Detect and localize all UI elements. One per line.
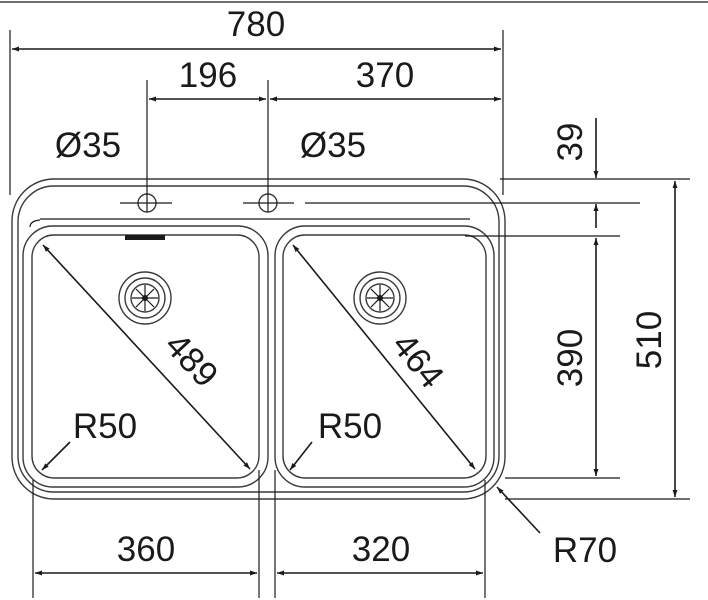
label-overall-depth: 510 xyxy=(630,311,669,369)
dim-line-right-diagonal xyxy=(292,244,476,470)
tap-hole-left xyxy=(120,193,172,213)
label-tap-hole-right-diameter: Ø35 xyxy=(300,126,366,165)
rim-ledge-line-2 xyxy=(29,219,41,228)
extension-lines xyxy=(9,30,690,598)
drain-left xyxy=(118,271,172,325)
right-bowl-inner xyxy=(282,234,487,479)
label-tap-hole-offset: 196 xyxy=(179,56,237,95)
label-tap-hole-left-diameter: Ø35 xyxy=(55,126,121,165)
label-left-bowl-width: 360 xyxy=(117,530,175,569)
label-overall-width: 780 xyxy=(227,5,285,44)
leader-right-bowl-radius xyxy=(289,441,313,471)
label-rim-depth: 39 xyxy=(551,123,590,162)
sink-body xyxy=(11,178,506,500)
overflow-slot xyxy=(125,235,165,240)
leader-left-bowl-radius xyxy=(41,441,71,471)
leader-corner-radius xyxy=(496,486,541,534)
label-right-bowl-diagonal: 464 xyxy=(384,326,451,396)
label-left-bowl-radius: R50 xyxy=(73,407,137,446)
right-bowl-outer xyxy=(274,225,495,488)
drain-right xyxy=(353,271,407,325)
dim-line-left-diagonal xyxy=(42,244,251,470)
label-tap-hole-spacing: 370 xyxy=(356,56,414,95)
label-right-bowl-width: 320 xyxy=(352,530,410,569)
label-corner-radius: R70 xyxy=(553,531,617,570)
label-bowl-depth: 390 xyxy=(551,329,590,387)
left-bowl-outer xyxy=(22,225,269,488)
label-left-bowl-diagonal: 489 xyxy=(157,326,225,395)
label-right-bowl-radius: R50 xyxy=(318,407,382,446)
